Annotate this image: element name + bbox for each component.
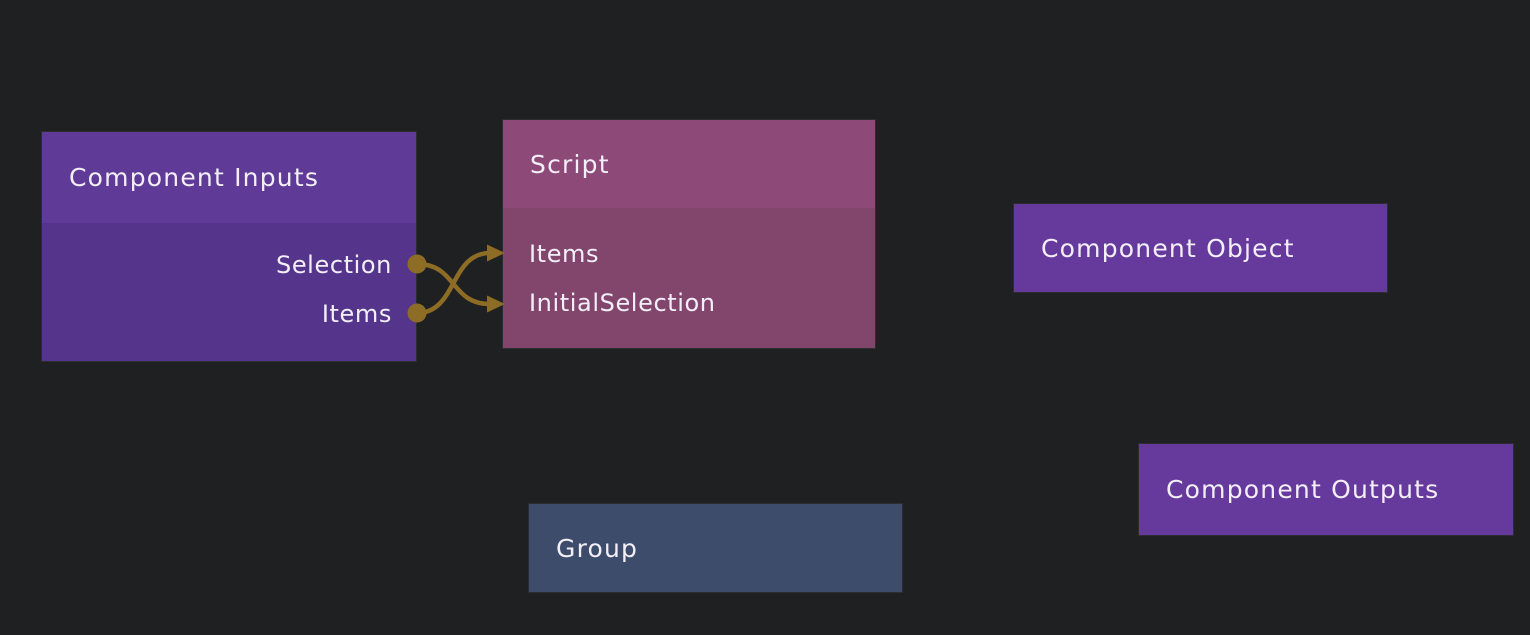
node-title-component-object: Component Object bbox=[1041, 233, 1295, 263]
wire-items-to-items[interactable] bbox=[416, 250, 491, 316]
output-port-dot-items[interactable] bbox=[407, 303, 427, 323]
input-port-arrow-items[interactable] bbox=[487, 244, 505, 262]
input-port-initialselection-label: InitialSelection bbox=[529, 289, 716, 317]
node-group[interactable]: Group bbox=[528, 503, 903, 593]
output-port-dot-selection[interactable] bbox=[407, 254, 427, 274]
node-component-outputs[interactable]: Component Outputs bbox=[1138, 443, 1514, 536]
input-port-items[interactable]: Items bbox=[529, 239, 599, 269]
node-title-component-inputs: Component Inputs bbox=[69, 163, 320, 192]
node-header[interactable]: Group bbox=[529, 504, 902, 592]
node-header[interactable]: Component Outputs bbox=[1139, 444, 1513, 535]
input-port-arrow-initialselection[interactable] bbox=[487, 295, 505, 313]
node-header[interactable]: Component Object bbox=[1014, 204, 1387, 292]
node-header[interactable]: Component Inputs bbox=[42, 132, 416, 223]
node-script[interactable]: Script Items InitialSelection bbox=[502, 119, 876, 349]
output-port-items[interactable]: Items bbox=[322, 299, 392, 329]
output-port-selection-label: Selection bbox=[275, 251, 392, 279]
node-title-group: Group bbox=[556, 533, 639, 563]
input-port-initialselection[interactable]: InitialSelection bbox=[529, 288, 716, 318]
node-header[interactable]: Script bbox=[503, 120, 875, 208]
output-port-selection[interactable]: Selection bbox=[276, 250, 392, 280]
input-port-items-label: Items bbox=[529, 240, 600, 268]
node-component-object[interactable]: Component Object bbox=[1013, 203, 1388, 293]
node-title-script: Script bbox=[530, 149, 610, 179]
node-body: Selection Items bbox=[42, 223, 416, 361]
output-port-items-label: Items bbox=[321, 300, 392, 328]
node-title-component-outputs: Component Outputs bbox=[1166, 475, 1440, 504]
node-component-inputs[interactable]: Component Inputs Selection Items bbox=[41, 131, 417, 362]
node-body: Items InitialSelection bbox=[503, 208, 875, 348]
